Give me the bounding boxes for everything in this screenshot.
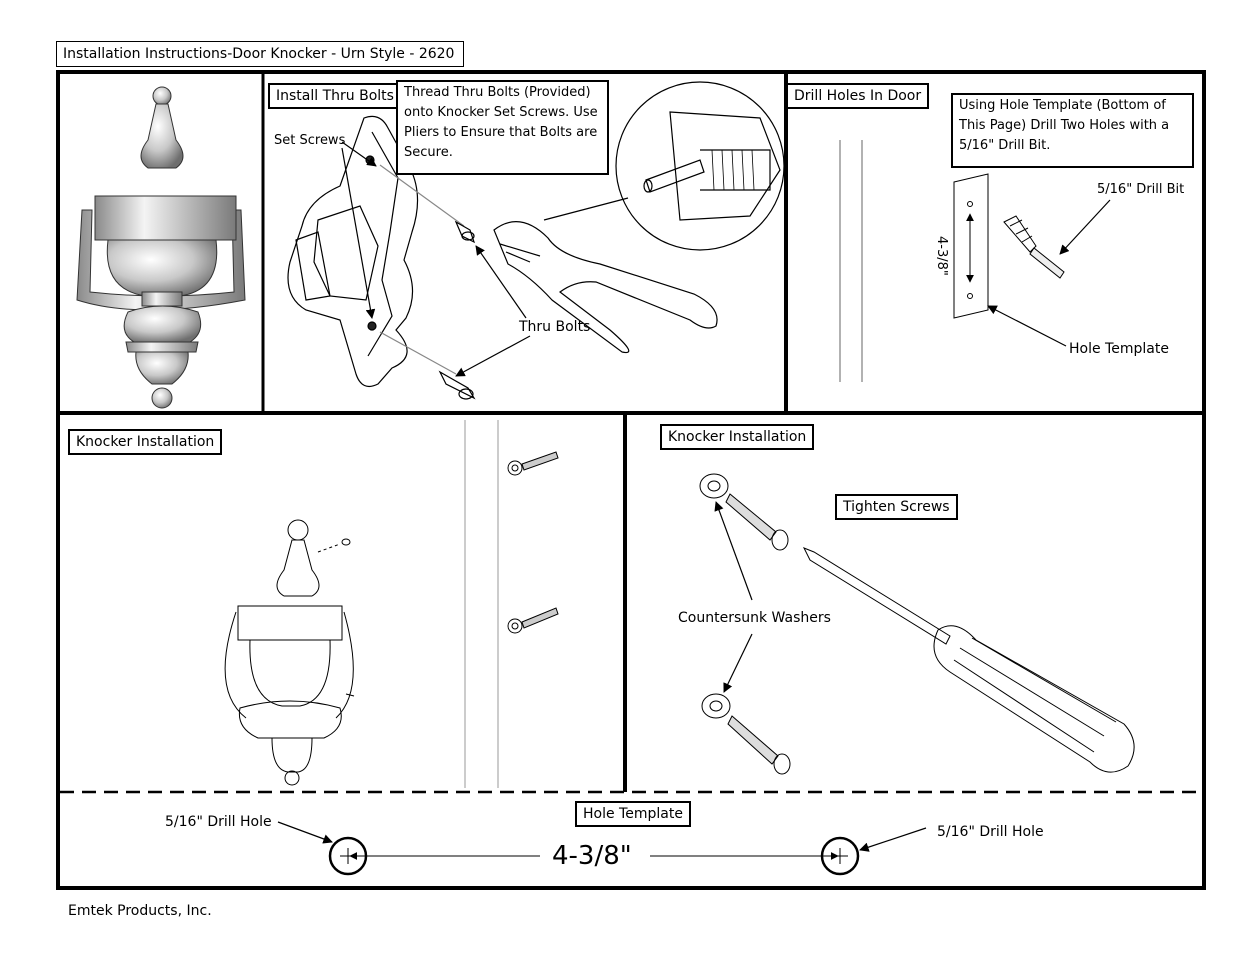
label-countersunk-washers: Countersunk Washers	[678, 610, 831, 626]
knocker-installation-left-heading: Knocker Installation	[68, 429, 223, 455]
label-drill-bit: 5/16" Drill Bit	[1097, 182, 1185, 197]
page-title: Installation Instructions-Door Knocker -…	[56, 41, 464, 67]
thru-bolts-arrows	[341, 141, 531, 377]
label-thru-bolts: Thru Bolts	[519, 319, 591, 335]
thru-bolts-heading: Install Thru Bolts	[268, 83, 402, 109]
label-left-drill-hole: 5/16" Drill Hole	[165, 814, 272, 830]
outer-frame	[56, 70, 1206, 890]
label-right-drill-hole: 5/16" Drill Hole	[937, 824, 1044, 840]
hole-spacing-dimension: 4-3/8"	[552, 841, 632, 871]
drill-holes-arrows	[987, 199, 1111, 347]
drill-holes-illustration	[839, 140, 1065, 382]
washer-arrows	[714, 501, 753, 693]
knocker-installation-right-heading: Knocker Installation	[660, 424, 815, 450]
knocker-installation-right-illustration	[699, 473, 1135, 775]
tighten-screws-label: Tighten Screws	[835, 494, 958, 520]
footer-company: Emtek Products, Inc.	[68, 903, 212, 919]
label-hole-template: Hole Template	[1069, 341, 1169, 357]
label-set-screws: Set Screws	[274, 133, 346, 148]
drill-holes-heading: Drill Holes In Door	[786, 83, 930, 109]
hole-template-heading: Hole Template	[575, 801, 691, 827]
thru-bolts-illustration	[287, 81, 785, 400]
knocker-installation-left-illustration	[224, 420, 559, 788]
drill-holes-note: Using Hole Template (Bottom of This Page…	[951, 93, 1194, 168]
thru-bolts-note: Thread Thru Bolts (Provided) onto Knocke…	[396, 80, 609, 175]
hole-template-illustration	[277, 821, 927, 876]
template-dimension-label: 4-3/8"	[934, 236, 949, 276]
knocker-rendering	[76, 86, 246, 409]
